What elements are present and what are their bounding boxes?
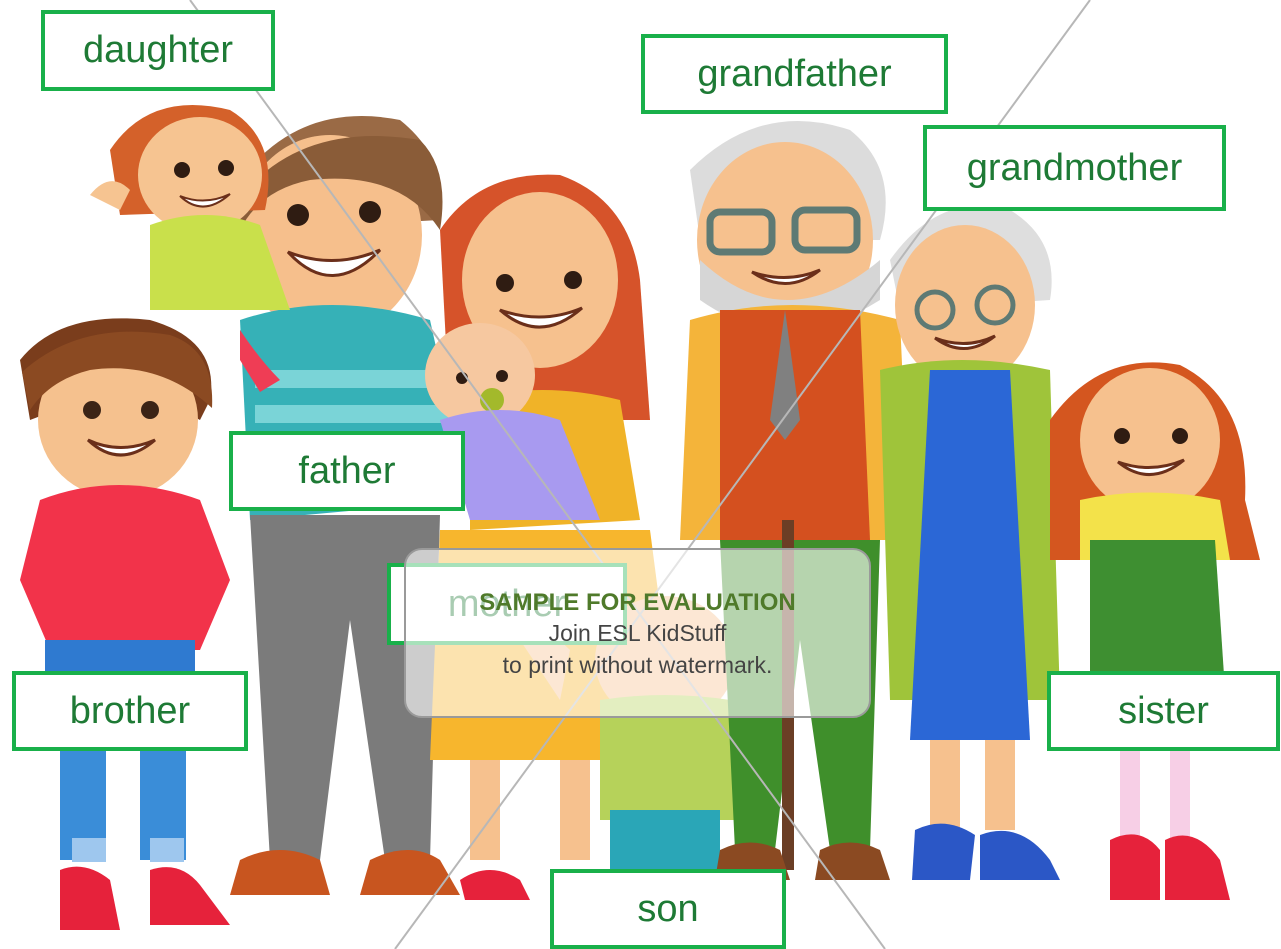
label-grandmother[interactable]: grandmother: [923, 125, 1226, 211]
label-grandfather[interactable]: grandfather: [641, 34, 948, 114]
grandmother-figure: [880, 205, 1060, 880]
sister-figure: [1050, 362, 1260, 900]
grandfather-figure: [680, 121, 910, 880]
watermark-line-2: to print without watermark.: [502, 652, 773, 678]
daughter-figure: [90, 105, 290, 392]
label-sister[interactable]: sister: [1047, 671, 1280, 751]
label-father[interactable]: father: [229, 431, 465, 511]
watermark-line-1: Join ESL KidStuff: [548, 620, 727, 646]
watermark-title: SAMPLE FOR EVALUATION: [479, 589, 796, 616]
evaluation-watermark: SAMPLE FOR EVALUATION Join ESL KidStuff …: [404, 548, 871, 718]
baby-figure: [425, 323, 600, 520]
brother-figure: [20, 318, 230, 930]
label-son[interactable]: son: [550, 869, 786, 949]
label-brother[interactable]: brother: [12, 671, 248, 751]
label-daughter[interactable]: daughter: [41, 10, 275, 91]
